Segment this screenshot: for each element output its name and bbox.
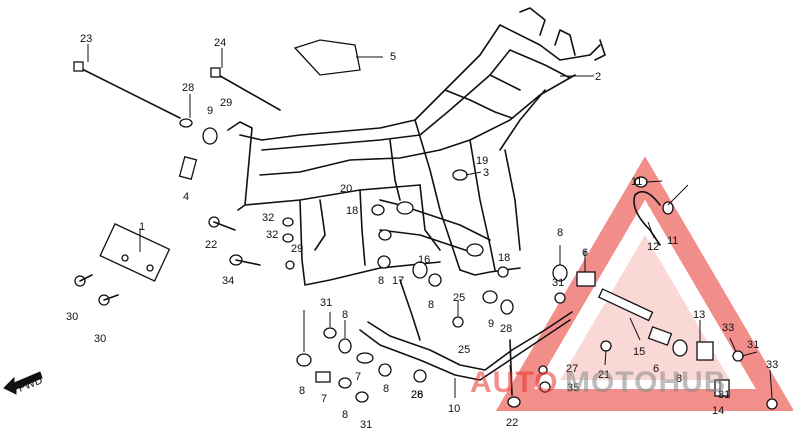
label-31d: 31: [747, 339, 759, 351]
label-8c: 8: [428, 299, 434, 311]
label-1: 1: [139, 221, 145, 233]
label-25a: 25: [453, 292, 465, 304]
label-8h: 8: [676, 373, 682, 385]
label-7b: 7: [355, 371, 361, 383]
pipe-part: [633, 190, 661, 246]
label-31b: 31: [552, 277, 564, 289]
label-9b: 9: [488, 318, 494, 330]
label-35: 35: [567, 382, 579, 394]
label-3: 3: [483, 167, 489, 179]
label-6a: 6: [582, 247, 588, 259]
label-32b: 32: [266, 229, 278, 241]
label-24: 24: [214, 37, 226, 49]
watermark-text: AUTO MOTOHUB: [470, 366, 726, 399]
label-13: 13: [693, 309, 705, 321]
small-parts: [74, 39, 361, 306]
lower-frame-bar: [359, 279, 573, 396]
label-28b: 28: [500, 323, 512, 335]
label-30b: 30: [94, 333, 106, 345]
label-17: 17: [392, 275, 404, 287]
label-8a: 8: [557, 227, 563, 239]
label-31a: 31: [320, 297, 332, 309]
label-12: 12: [647, 241, 659, 253]
label-8g: 8: [383, 383, 389, 395]
label-28c: 28: [411, 389, 423, 401]
label-8e: 8: [299, 385, 305, 397]
label-8d: 8: [342, 309, 348, 321]
label-32a: 32: [262, 212, 274, 224]
label-26: 26: [411, 389, 423, 401]
fwd-label: FWD: [17, 374, 45, 395]
label-7a: 7: [321, 393, 327, 405]
label-8f: 8: [342, 409, 348, 421]
label-31c: 31: [360, 419, 372, 431]
label-29b: 29: [291, 243, 303, 255]
leader-lines: [87, 44, 773, 399]
label-10: 10: [448, 403, 460, 415]
label-25b: 25: [458, 344, 470, 356]
label-19: 19: [476, 155, 488, 167]
label-23: 23: [80, 33, 92, 45]
watermark-motohub: MOTOHUB: [565, 366, 726, 399]
fwd-arrow: FWD: [3, 371, 45, 395]
label-31e: 31: [718, 389, 730, 401]
part-labels: 1 2 3 4 5 6 6 7 7 8 8 8 8 8 8 8 8 9 9 10…: [66, 33, 778, 431]
main-frame: [227, 7, 606, 286]
label-8b: 8: [378, 275, 384, 287]
label-33a: 33: [722, 322, 734, 334]
label-30a: 30: [66, 311, 78, 323]
label-5: 5: [390, 51, 396, 63]
label-27: 27: [566, 363, 578, 375]
label-22b: 22: [506, 417, 518, 429]
label-2: 2: [595, 71, 601, 83]
label-11a: 11: [631, 176, 642, 188]
label-4: 4: [183, 191, 189, 203]
long-bolts: [73, 61, 281, 119]
label-28a: 28: [182, 82, 194, 94]
label-29a: 29: [220, 97, 232, 109]
label-9a: 9: [207, 105, 213, 117]
bushings: [282, 176, 778, 410]
label-18b: 18: [498, 252, 510, 264]
label-16: 16: [418, 254, 430, 266]
label-34: 34: [222, 275, 234, 287]
label-14: 14: [712, 405, 724, 417]
label-33b: 33: [766, 359, 778, 371]
label-22a: 22: [205, 239, 217, 251]
watermark-auto: AUTO: [470, 366, 558, 399]
label-15: 15: [633, 346, 645, 358]
label-11b: 11: [667, 235, 678, 247]
label-21: 21: [598, 369, 610, 381]
label-20: 20: [340, 183, 352, 195]
label-18a: 18: [346, 205, 358, 217]
label-6b: 6: [653, 363, 659, 375]
